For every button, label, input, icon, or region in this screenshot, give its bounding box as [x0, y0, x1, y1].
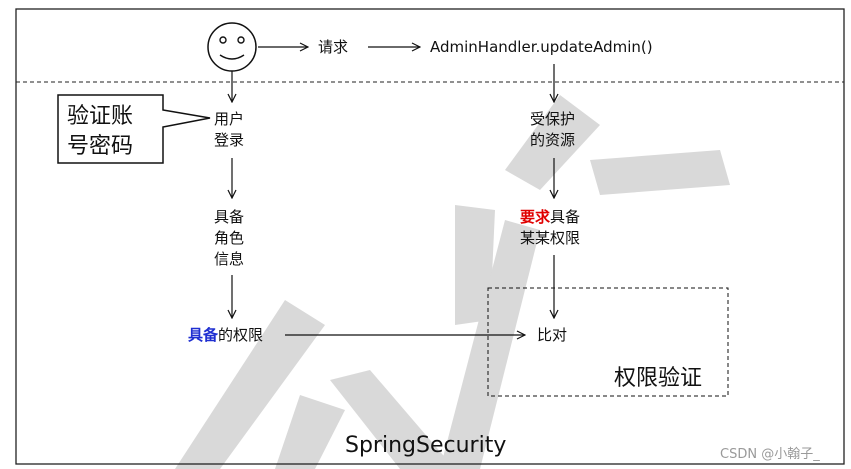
login-line2: 登录 — [214, 131, 244, 149]
permission-rest: 的权限 — [218, 326, 263, 344]
handler-label: AdminHandler.updateAdmin() — [430, 38, 653, 56]
callout-line1: 验证账 — [67, 104, 133, 129]
requirement-highlight: 要求 — [520, 208, 551, 226]
requirement-line1: 要求具备 — [520, 208, 580, 226]
requirement-line2: 某某权限 — [520, 229, 580, 247]
credentials-callout: 验证账 号密码 — [57, 94, 211, 164]
outer-frame — [15, 8, 845, 465]
resource-line1: 受保护 — [530, 110, 575, 128]
background-watermark — [175, 95, 730, 469]
roles-line3: 信息 — [214, 250, 244, 268]
request-label: 请求 — [318, 38, 348, 56]
roles-line2: 角色 — [214, 229, 244, 247]
authorization-box — [487, 287, 729, 397]
authorization-label: 权限验证 — [614, 366, 702, 391]
callout-line2: 号密码 — [67, 134, 133, 159]
permission-highlight: 具备 — [188, 326, 219, 344]
user-smiley-icon — [207, 22, 257, 72]
compare-label: 比对 — [537, 326, 567, 344]
requirement-rest: 具备 — [550, 208, 580, 226]
watermark-credit: CSDN @小翰子_ — [720, 447, 820, 462]
resource-line2: 的资源 — [530, 131, 575, 149]
permission-label: 具备的权限 — [188, 326, 263, 344]
framework-label: SpringSecurity — [345, 433, 506, 458]
roles-line1: 具备 — [214, 208, 244, 226]
login-line1: 用户 — [214, 110, 244, 128]
spring-security-region — [15, 81, 845, 465]
